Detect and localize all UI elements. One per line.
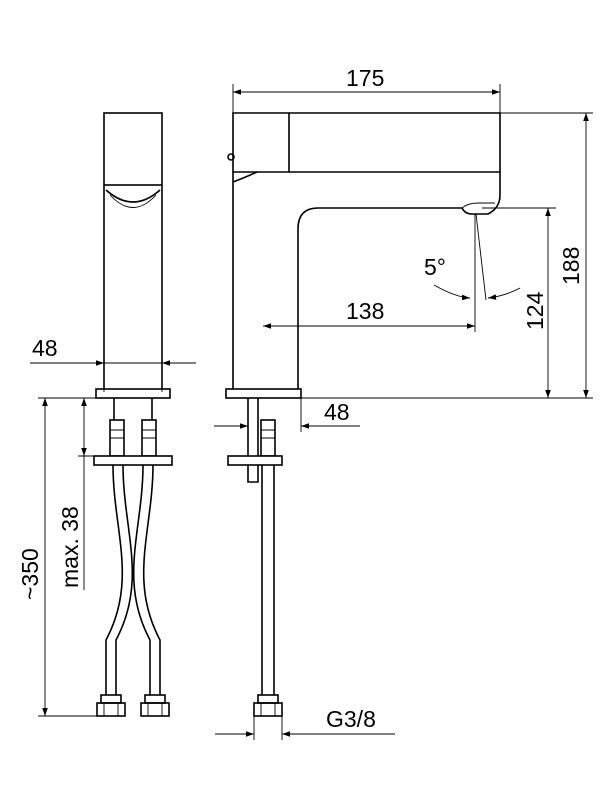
dim-side-48: 48 xyxy=(214,398,360,432)
dim-label-175: 175 xyxy=(346,65,384,91)
side-hose xyxy=(261,465,275,695)
side-hose-nut xyxy=(253,702,283,717)
front-outlet xyxy=(105,189,161,203)
dim-label-124: 124 xyxy=(522,291,548,330)
front-body xyxy=(103,185,163,389)
dim-label-side-48: 48 xyxy=(324,399,350,425)
dim-188: 188 xyxy=(301,112,593,399)
side-lever xyxy=(232,112,290,173)
dim-label-138: 138 xyxy=(346,298,384,324)
front-left-hose-outer xyxy=(105,464,124,695)
dim-front-48: 48 xyxy=(30,335,196,392)
front-right-hose-nut xyxy=(140,702,170,717)
dim-label-thread: G3/8 xyxy=(326,706,376,732)
dim-175: 175 xyxy=(232,65,501,113)
front-right-hose-outer xyxy=(142,464,161,695)
front-view xyxy=(93,112,173,717)
dim-label-front-48: 48 xyxy=(32,335,58,361)
front-base-plate xyxy=(95,388,171,399)
dim-hose-350: ~350 xyxy=(17,397,110,717)
side-fixing-plate xyxy=(227,455,283,466)
dim-label-hose-length: ~350 xyxy=(17,548,43,600)
dim-angle-5: 5° xyxy=(424,213,521,301)
side-body-spout xyxy=(232,172,501,389)
dim-label-angle: 5° xyxy=(424,254,446,280)
dim-label-188: 188 xyxy=(558,247,584,285)
side-lever-top xyxy=(289,112,501,173)
front-fixing-plate xyxy=(93,455,173,466)
dim-label-max-thickness: max. 38 xyxy=(57,506,83,588)
dim-138: 138 xyxy=(263,214,476,332)
dim-max-38: max. 38 xyxy=(57,397,96,590)
side-view xyxy=(225,112,501,717)
dim-thread: G3/8 xyxy=(215,706,395,740)
side-base-plate xyxy=(225,388,302,399)
side-fixing-rod xyxy=(247,398,259,456)
front-lever xyxy=(103,112,163,186)
front-left-hose-nut xyxy=(96,702,126,717)
dim-124: 124 xyxy=(482,207,556,398)
